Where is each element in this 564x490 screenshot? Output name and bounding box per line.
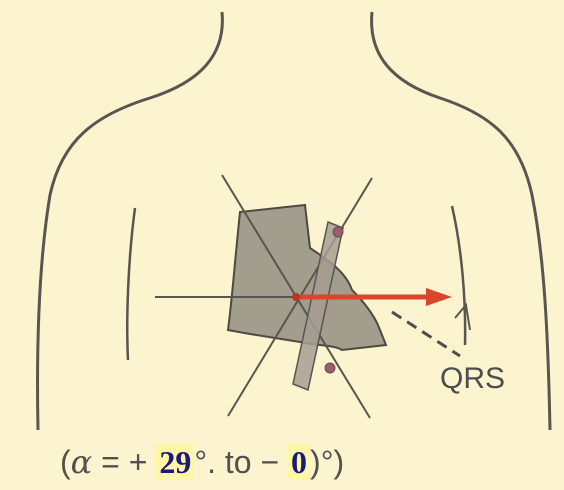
qrs-label: QRS — [440, 362, 505, 395]
caption-open: ( — [60, 444, 71, 480]
caption-value-1: 29 — [156, 444, 194, 480]
caption-to-minus: . to − — [207, 444, 279, 480]
right-arm-crease — [452, 206, 465, 345]
caption-alpha: α — [71, 443, 93, 481]
caption-degree-mark: ° — [194, 444, 207, 480]
caption-equals-plus: = + — [101, 444, 147, 480]
right-notch — [455, 305, 470, 330]
left-arm-crease — [127, 208, 135, 360]
caption-value-2: 0 — [288, 444, 310, 480]
axis-caption: (α = + 29°. to − 0)°) — [60, 440, 530, 484]
qrs-leader-line — [392, 312, 460, 356]
caption-close: )°) — [310, 444, 344, 480]
torso-left-outline — [38, 12, 223, 430]
